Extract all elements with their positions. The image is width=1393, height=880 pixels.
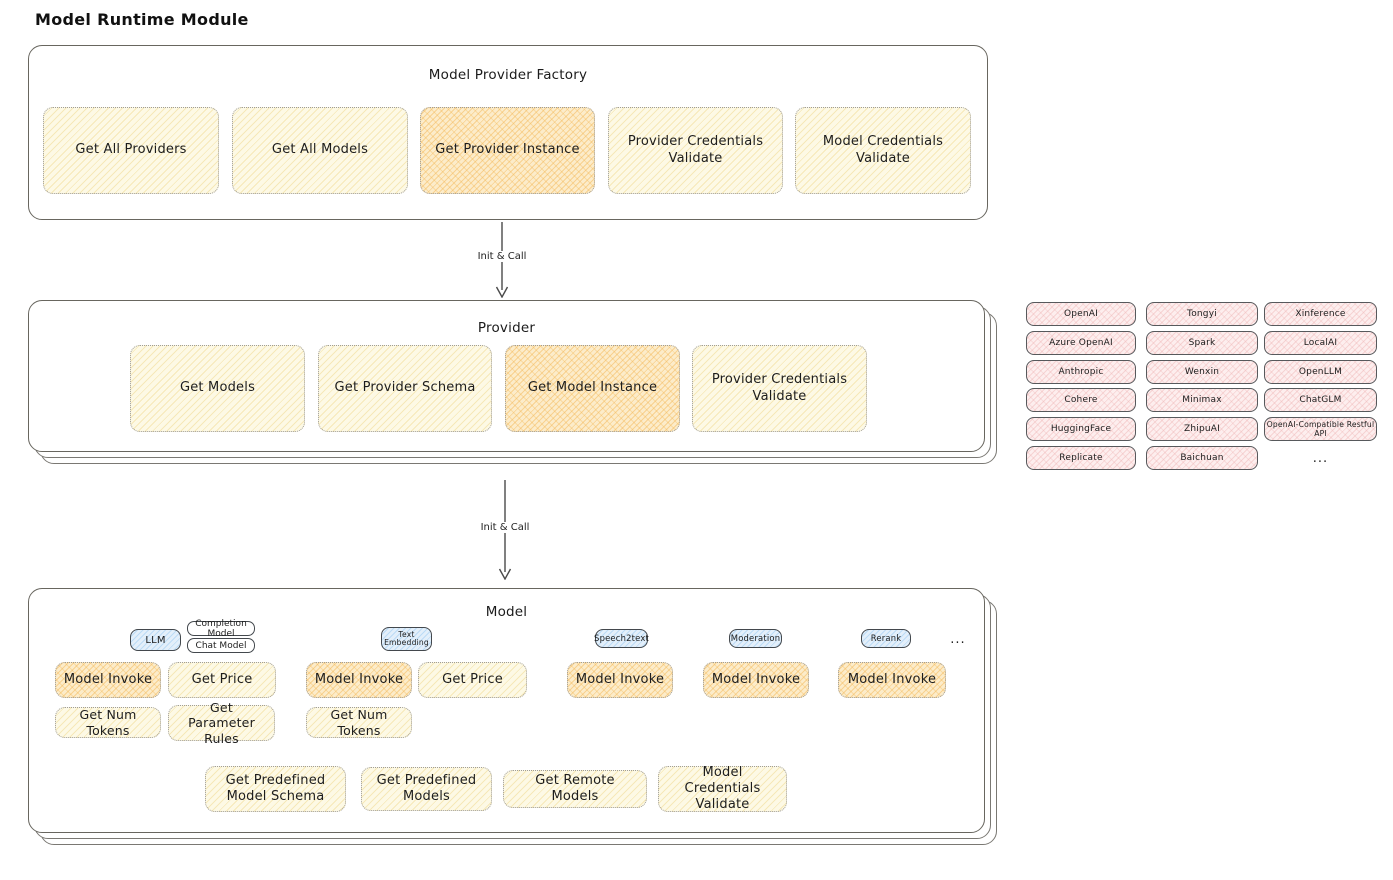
factory-label: Model Provider Factory: [428, 67, 588, 83]
provider-provider-credentials-validate: Provider Credentials Validate: [692, 345, 867, 432]
get-predefined-models: Get Predefined Models: [361, 767, 492, 811]
diagram-title: Model Runtime Module: [35, 10, 249, 29]
factory-provider-credentials-validate: Provider Credentials Validate: [608, 107, 783, 194]
get-predefined-model-schema: Get Predefined Model Schema: [205, 766, 346, 812]
tab-moderation: Moderation: [729, 629, 782, 648]
tab-speech2text: Speech2text: [594, 629, 649, 648]
provider-chip-anthropic: Anthropic: [1026, 360, 1136, 384]
text-embedding-get-num-tokens: Get Num Tokens: [306, 707, 412, 738]
model-label: Model: [485, 604, 528, 620]
tab-chat-model: Chat Model: [187, 638, 255, 653]
factory-get-all-models: Get All Models: [232, 107, 408, 194]
moderation-model-invoke: Model Invoke: [703, 662, 809, 698]
arrow2-label: Init & Call: [476, 522, 534, 533]
provider-chip-spark: Spark: [1146, 331, 1258, 355]
provider-chip-xinference: Xinference: [1264, 302, 1377, 326]
factory-model-credentials-validate: Model Credentials Validate: [795, 107, 971, 194]
provider-chip-wenxin: Wenxin: [1146, 360, 1258, 384]
text-embedding-model-invoke: Model Invoke: [306, 662, 412, 698]
tab-llm: LLM: [130, 629, 181, 651]
provider-get-provider-schema: Get Provider Schema: [318, 345, 492, 432]
llm-get-num-tokens: Get Num Tokens: [55, 707, 161, 738]
llm-model-invoke: Model Invoke: [55, 662, 161, 698]
tab-completion-model: Completion Model: [187, 619, 255, 639]
factory-get-provider-instance: Get Provider Instance: [420, 107, 595, 194]
get-remote-models: Get Remote Models: [503, 770, 647, 808]
provider-chip-tongyi: Tongyi: [1146, 302, 1258, 326]
provider-chip-replicate: Replicate: [1026, 446, 1136, 470]
provider-chip-openai-compatible: OpenAI-Compatible Restful API: [1264, 417, 1377, 441]
provider-get-models: Get Models: [130, 345, 305, 432]
provider-chip-openllm: OpenLLM: [1264, 360, 1377, 384]
provider-chip-azure-openai: Azure OpenAI: [1026, 331, 1136, 355]
model-tabs-ellipsis: ...: [950, 631, 966, 647]
provider-chip-baichuan: Baichuan: [1146, 446, 1258, 470]
provider-label: Provider: [477, 320, 536, 336]
providers-grid-ellipsis: ...: [1312, 450, 1329, 466]
llm-get-parameter-rules: Get Parameter Rules: [168, 700, 275, 746]
arrow1-label: Init & Call: [473, 251, 531, 262]
text-embedding-get-price: Get Price: [418, 662, 527, 698]
llm-get-price: Get Price: [168, 662, 276, 698]
provider-chip-localai: LocalAI: [1264, 331, 1377, 355]
rerank-model-invoke: Model Invoke: [838, 662, 946, 698]
speech2text-model-invoke: Model Invoke: [567, 662, 673, 698]
tab-rerank: Rerank: [861, 629, 911, 648]
provider-chip-chatglm: ChatGLM: [1264, 388, 1377, 412]
provider-chip-zhipuai: ZhipuAI: [1146, 417, 1258, 441]
provider-chip-huggingface: HuggingFace: [1026, 417, 1136, 441]
provider-chip-minimax: Minimax: [1146, 388, 1258, 412]
provider-chip-cohere: Cohere: [1026, 388, 1136, 412]
provider-get-model-instance: Get Model Instance: [505, 345, 680, 432]
provider-chip-openai: OpenAI: [1026, 302, 1136, 326]
model-credentials-validate: Model Credentials Validate: [658, 765, 787, 812]
factory-get-all-providers: Get All Providers: [43, 107, 219, 194]
tab-text-embedding: Text Embedding: [381, 627, 432, 651]
